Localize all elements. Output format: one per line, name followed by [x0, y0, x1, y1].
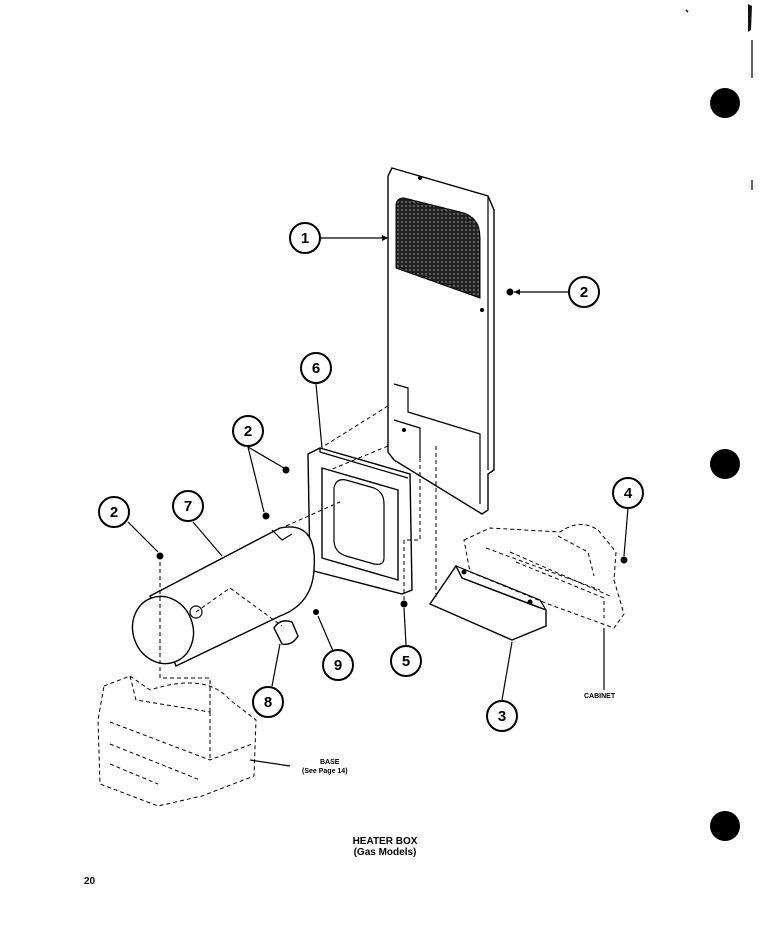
base-outline: [97, 675, 257, 807]
callout: 3: [486, 700, 518, 732]
callout: 2: [568, 276, 600, 308]
svg-text:2: 2: [244, 423, 252, 440]
svg-text:8: 8: [264, 694, 272, 711]
callout: 9: [322, 649, 354, 681]
callout: 2: [98, 496, 130, 528]
heater-back-panel: [387, 167, 495, 515]
svg-text:4: 4: [624, 485, 633, 502]
base-reference: (See Page 14): [302, 768, 348, 775]
svg-text:2: 2: [580, 284, 588, 301]
cabinet-outline: [463, 524, 625, 629]
svg-text:2: 2: [110, 504, 118, 521]
callout: 8: [252, 686, 284, 718]
cabinet-label: CABINET: [584, 693, 616, 700]
callout: 2: [232, 415, 264, 447]
svg-text:7: 7: [184, 498, 192, 515]
svg-text:9: 9: [334, 657, 342, 674]
assembly-lines: [159, 405, 437, 712]
duct-adapter: [307, 447, 413, 595]
svg-text:3: 3: [498, 708, 506, 725]
callout: 6: [300, 352, 332, 384]
callout: 5: [390, 645, 422, 677]
page-number: 20: [84, 876, 96, 887]
scan-marks: [685, 4, 753, 190]
base-label: BASE: [320, 759, 340, 766]
screws: [156, 288, 628, 608]
svg-text:5: 5: [402, 653, 410, 670]
figure-title: HEATER BOX: [352, 836, 418, 847]
figure-subtitle: (Gas Models): [353, 847, 417, 858]
callout: 4: [612, 477, 644, 509]
callout: 7: [172, 490, 204, 522]
binder-hole: [710, 811, 740, 841]
callout: 1: [289, 222, 321, 254]
burner-tube: [131, 526, 316, 667]
svg-text:1: 1: [301, 230, 309, 247]
binder-hole: [710, 88, 740, 118]
binder-hole: [710, 449, 740, 479]
svg-text:6: 6: [312, 360, 320, 377]
deflector-bracket: [428, 564, 547, 641]
leader-lines: [127, 235, 629, 767]
igniter-valve: [273, 609, 319, 646]
